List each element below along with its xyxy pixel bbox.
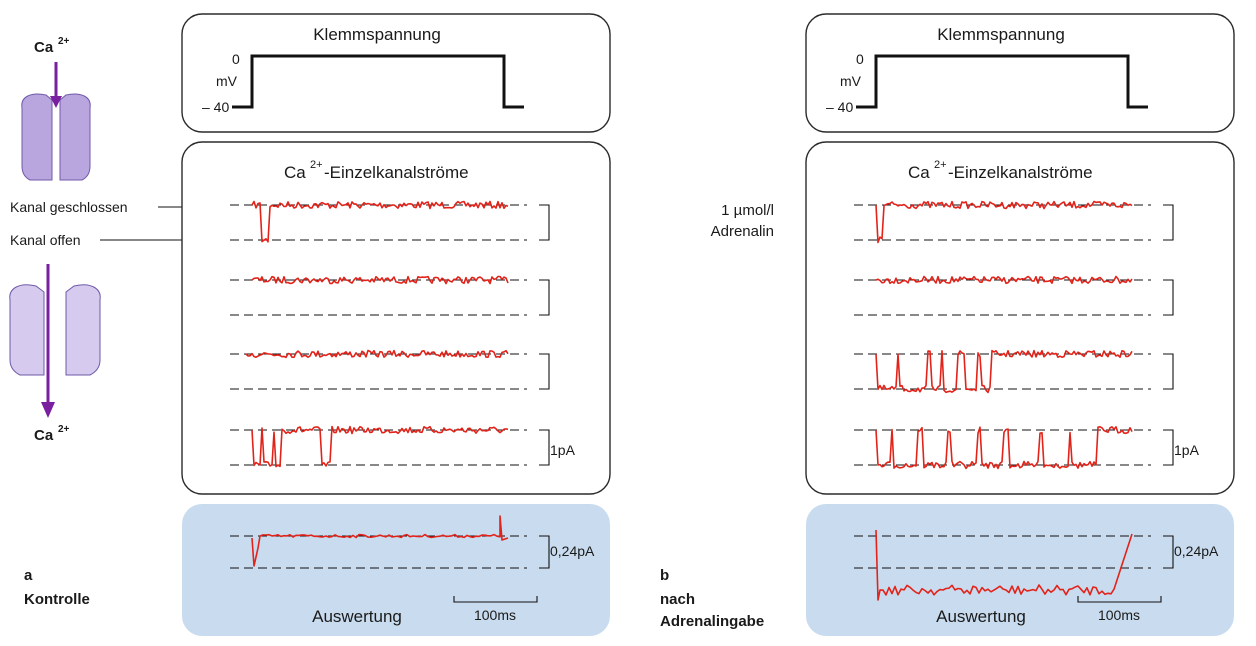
voltage-title: Klemmspannung: [313, 25, 441, 44]
analysis-box: [806, 504, 1234, 636]
voltage-unit: mV: [216, 73, 238, 89]
current-scale-label: 1pA: [1174, 442, 1200, 458]
panel-caption: nach: [660, 591, 695, 608]
marker-open-label: Kanal offen: [10, 232, 81, 248]
currents-title-rest: -Einzelkanalströme: [948, 163, 1093, 182]
time-scale-bar: [453, 596, 538, 603]
panel-caption: Kontrolle: [24, 591, 90, 608]
single-channel-trace: [875, 275, 1133, 285]
single-channel-trace: [875, 349, 1133, 394]
current-scale-bracket: [539, 204, 550, 241]
currents-box: [805, 141, 1235, 495]
ion-charge-text: 2+: [58, 424, 70, 435]
current-scale-bracket: [1163, 279, 1174, 316]
current-scale-bracket: [539, 279, 550, 316]
current-scale-bracket: [1163, 204, 1174, 241]
current-scale-bracket: [1163, 429, 1174, 466]
ion-text: Ca: [34, 39, 54, 56]
currents-title-ion: Ca: [908, 163, 930, 182]
current-scale-bracket: [539, 353, 550, 390]
ensemble-average-trace: [875, 529, 1133, 601]
channel-right-half: [65, 284, 101, 376]
currents-title-charge: 2+: [310, 159, 323, 171]
voltage-step-trace: [232, 54, 524, 109]
voltage-tick-bottom: – 40: [826, 99, 853, 115]
voltage-title: Klemmspannung: [937, 25, 1065, 44]
channel-open-icon: [9, 264, 101, 418]
single-channel-trace: [875, 426, 1133, 470]
single-channel-trace: [251, 275, 509, 285]
single-channel-trace: [245, 349, 509, 359]
voltage-step-trace: [856, 54, 1148, 109]
currents-box: [181, 141, 611, 495]
panel-b-adrenalin: Klemmspannung 0 mV – 40 Ca 2+-Einzelkanalströ…: [660, 13, 1235, 636]
treatment-label: 1 µmol/l: [721, 202, 774, 219]
treatment-label: Adrenalin: [711, 223, 774, 240]
ion-charge-text: 2+: [58, 36, 70, 47]
single-channel-trace: [875, 200, 1133, 244]
time-scale-bar: [1077, 596, 1162, 603]
single-channel-trace: [251, 200, 509, 243]
calcium-ion-top: Ca 2+: [34, 36, 70, 56]
arrowhead-icon: [50, 96, 62, 108]
voltage-tick-bottom: – 40: [202, 99, 229, 115]
analysis-scale-label: 0,24pA: [1174, 543, 1219, 559]
channel-closed-icon: [21, 62, 91, 181]
marker-closed-label: Kanal geschlossen: [10, 199, 128, 215]
time-scale-label: 100ms: [1098, 607, 1140, 623]
analysis-scale-label: 0,24pA: [550, 543, 595, 559]
currents-title: Ca 2+-Einzelkanalströme: [908, 159, 1093, 182]
arrowhead-icon: [41, 402, 55, 418]
time-scale-label: 100ms: [474, 607, 516, 623]
channel-left-half: [21, 93, 53, 181]
currents-title-charge: 2+: [934, 159, 947, 171]
currents-title-ion: Ca: [284, 163, 306, 182]
current-scale-bracket: [1163, 353, 1174, 390]
current-scale-label: 1pA: [550, 442, 576, 458]
currents-title: Ca 2+-Einzelkanalströme: [284, 159, 469, 182]
channel-right-half: [59, 93, 91, 181]
single-channel-trace: [251, 425, 509, 468]
voltage-tick-top: 0: [856, 51, 864, 67]
analysis-title: Auswertung: [936, 607, 1026, 626]
currents-title-rest: -Einzelkanalströme: [324, 163, 469, 182]
panel-caption: Adrenalingabe: [660, 613, 764, 630]
panel-letter: a: [24, 567, 33, 584]
analysis-title: Auswertung: [312, 607, 402, 626]
ensemble-average-trace: [251, 515, 509, 567]
channel-left-half: [9, 284, 45, 376]
analysis-box: [182, 504, 610, 636]
calcium-ion-bottom: Ca 2+: [34, 424, 70, 444]
panel-letter: b: [660, 567, 669, 584]
ion-text: Ca: [34, 427, 54, 444]
analysis-scale-bracket: [1163, 535, 1174, 569]
analysis-scale-bracket: [539, 535, 550, 569]
voltage-tick-top: 0: [232, 51, 240, 67]
voltage-unit: mV: [840, 73, 862, 89]
current-scale-bracket: [539, 429, 550, 466]
